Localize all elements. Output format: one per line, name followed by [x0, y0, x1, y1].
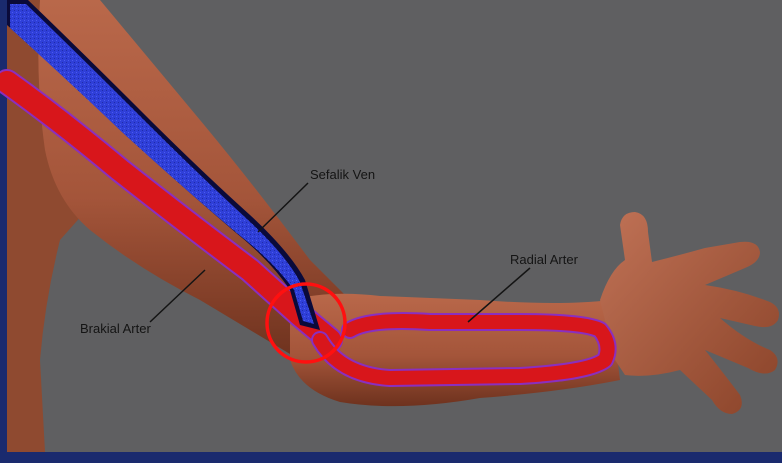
brachial-artery-label: Brakial Arter	[80, 321, 151, 336]
cephalic-vein-label: Sefalik Ven	[310, 167, 375, 182]
radial-artery-label: Radial Arter	[510, 252, 579, 267]
